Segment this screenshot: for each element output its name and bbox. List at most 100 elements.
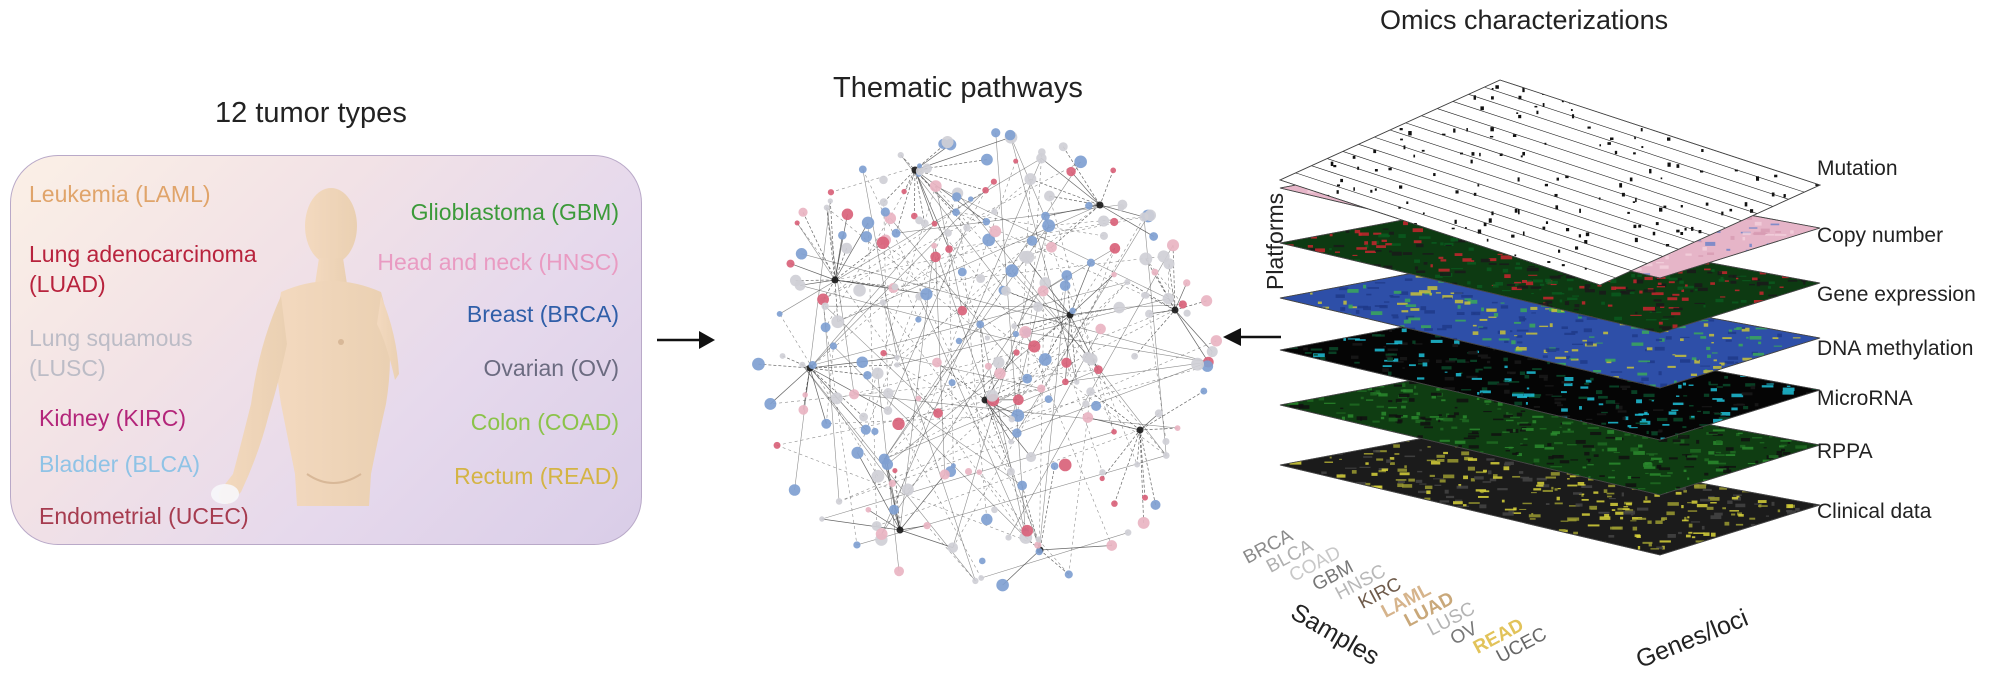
network-node [1200,387,1208,395]
network-node [1091,400,1102,411]
network-node [879,299,887,306]
network-edge [979,324,1027,538]
network-edge [1145,258,1184,305]
network-edge [952,225,1049,548]
network-node [1019,325,1032,339]
network-node [1041,211,1050,221]
network-node [853,284,866,297]
network-node [831,315,845,329]
human-body-illustration [211,188,399,506]
network-node [1142,494,1149,501]
network-edge [1025,331,1113,546]
network-edge [834,279,896,288]
network-node [1050,462,1059,471]
network-node [1001,286,1011,296]
network-node [1109,243,1121,254]
network-edge [1018,281,1128,400]
network-node [1013,158,1019,164]
network-edge [1119,304,1183,308]
network-node [1012,394,1024,406]
network-node [1171,306,1179,314]
network-edge [899,525,928,531]
network-node [819,516,825,522]
network-edge [1030,328,1101,458]
network-node [827,189,835,196]
network-node [1038,353,1052,366]
network-node [1200,295,1213,307]
network-node [1110,167,1117,174]
arrow-right-icon [657,331,715,349]
network-edge [895,169,916,234]
thematic-pathways-title: Thematic pathways [833,72,1083,104]
network-node [955,337,963,345]
network-edge [979,324,986,401]
network-node [894,362,900,368]
network-edge [802,364,893,484]
network-node [1151,268,1159,276]
layer-label-clinical-data: Clinical data [1817,500,1932,523]
network-node [1183,279,1191,287]
network-edge [1114,429,1141,504]
network-node [1086,258,1095,267]
network-node [957,305,968,316]
network-node [984,335,991,341]
network-edge [914,169,987,223]
network-node [871,469,885,483]
network-edge [770,369,1099,405]
network-edge [1009,135,1078,383]
tumor-types-panel: Leukemia (LAML) Lung adenocarcinoma (LUA… [10,155,642,545]
network-node [860,231,873,243]
network-node [858,165,867,174]
network-node [1111,271,1117,278]
network-node [879,175,888,185]
network-node [1131,352,1139,360]
network-node [817,293,829,306]
network-node [1117,199,1128,210]
network-node [1201,360,1214,372]
network-node [1124,278,1131,286]
network-node [1136,426,1144,434]
network-edge [1038,216,1046,552]
network-edge [883,352,1042,389]
network-edge [1069,314,1078,383]
network-edge [1174,309,1209,363]
network-node [941,136,954,149]
network-node [831,276,839,284]
network-node [1024,173,1037,186]
network-edge [1174,282,1188,311]
network-node [981,153,993,166]
network-edge [834,242,884,281]
network-node [976,320,985,329]
network-edge [1026,332,1209,363]
network-edge [984,399,1012,442]
network-node [1034,541,1042,549]
network-node [982,233,996,247]
network-node [808,361,817,370]
network-node [1059,280,1071,291]
network-edge [914,136,1012,171]
layer-label-rppa: RPPA [1817,440,1873,463]
omics-title: Omics characterizations [1380,5,1669,35]
network-edge [999,331,1026,374]
network-node [1066,166,1076,177]
network-edge [1051,204,1101,248]
network-node [1110,217,1119,227]
network-node [795,248,808,260]
network-node [1106,540,1118,551]
network-node [1082,412,1094,423]
tumor-laml: Leukemia (LAML) [29,181,211,207]
network-node [1025,452,1037,463]
network-edge [1069,262,1092,316]
network-node [1124,529,1132,536]
network-node [1035,547,1043,556]
network-node [944,229,952,237]
network-node [829,342,838,350]
network-node [871,427,879,436]
network-edge [856,455,1167,546]
network-edge [883,161,1081,460]
network-edge [857,193,958,453]
network-edge [887,464,901,531]
network-edge [837,204,1101,322]
network-node [871,367,884,380]
network-node [838,231,847,240]
